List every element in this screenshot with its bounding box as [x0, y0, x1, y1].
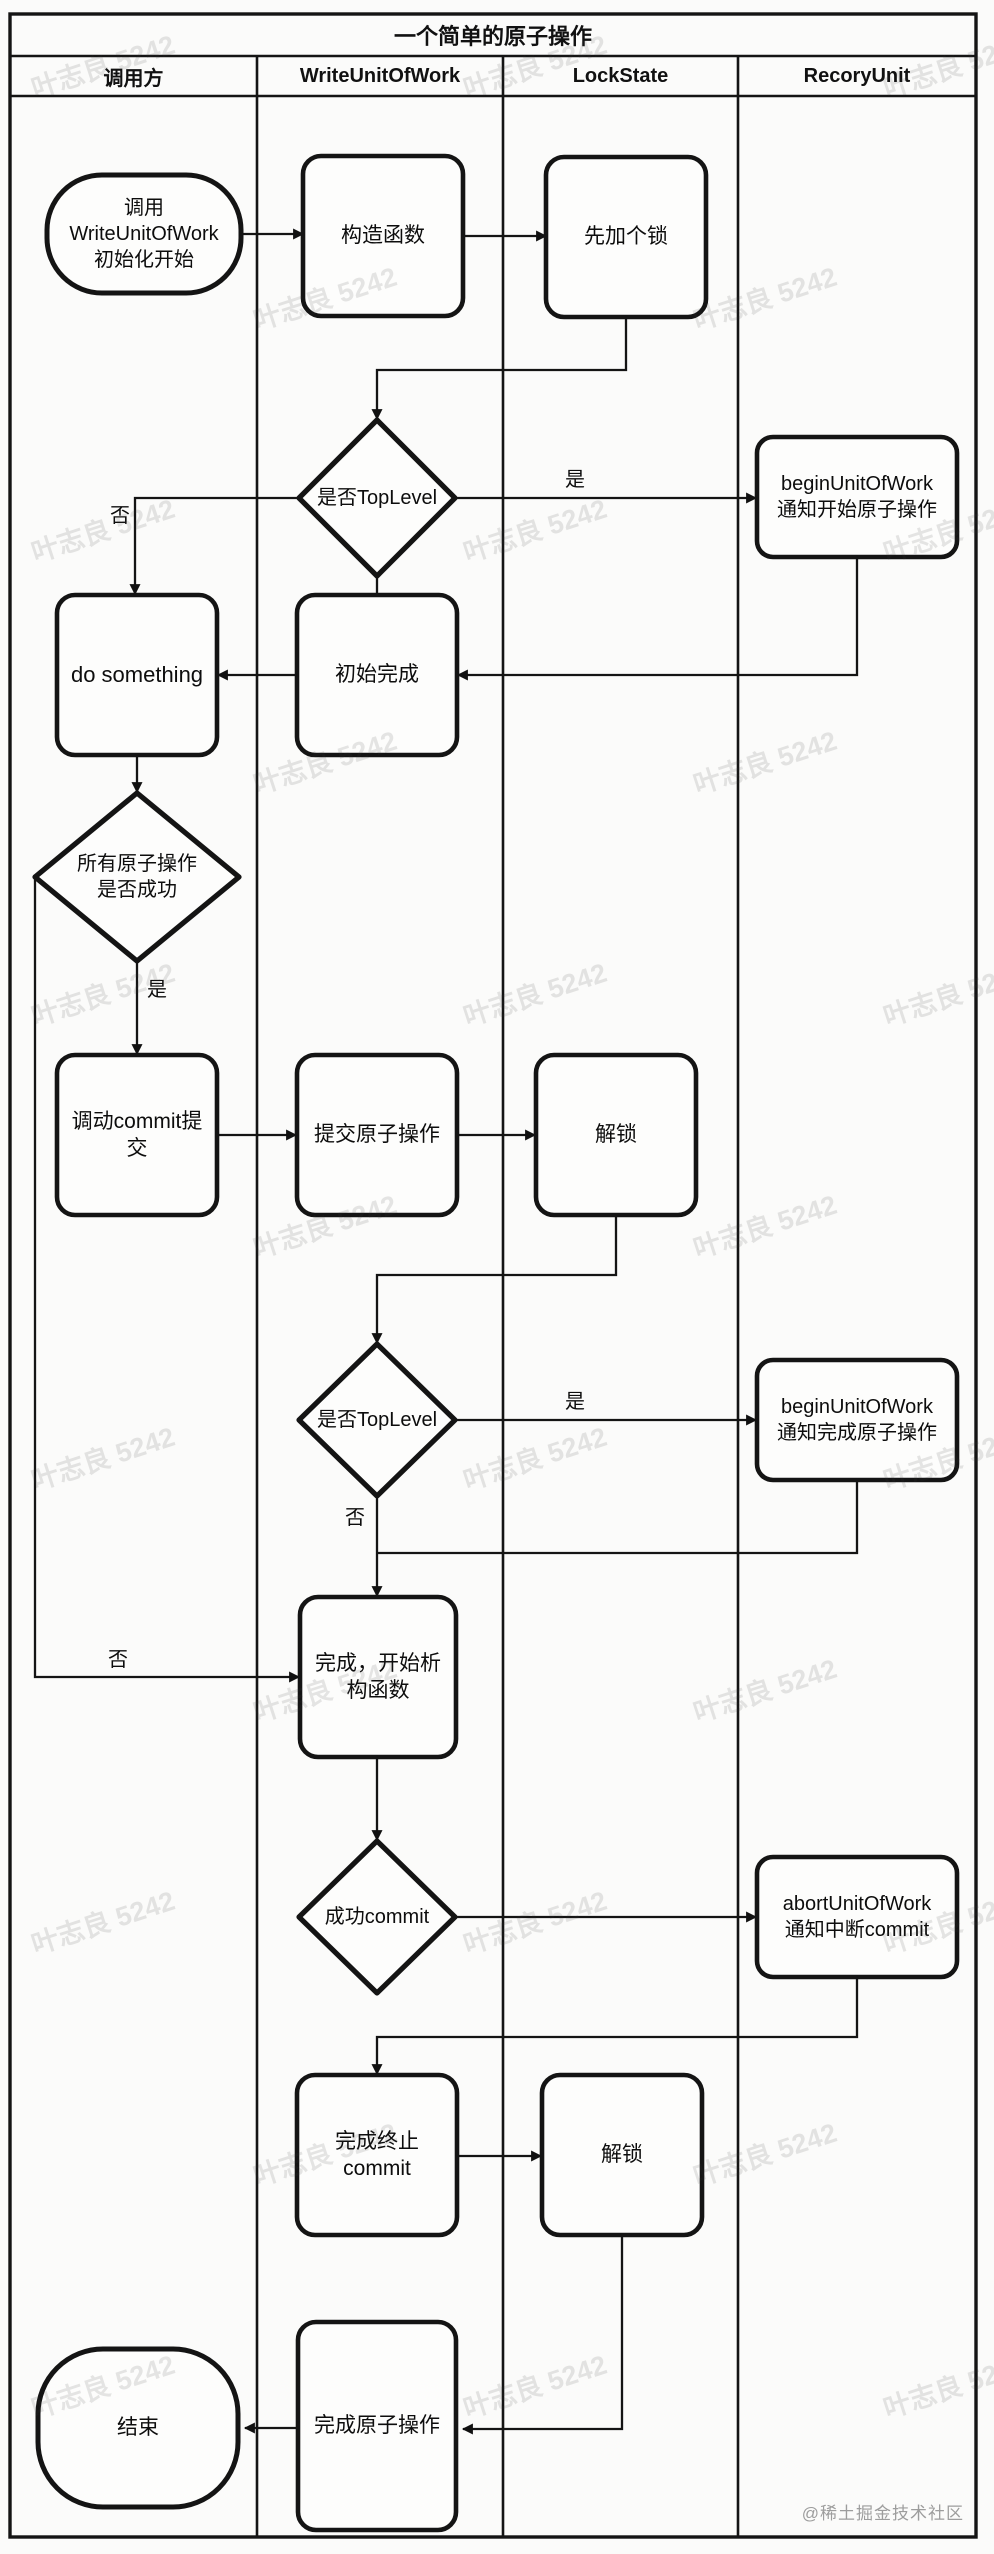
lane-header-recoryunit: RecoryUnit: [803, 64, 911, 87]
node-abort-shape: [754, 1854, 960, 1980]
edge-toplevel1-no: [129, 496, 299, 596]
node-is-toplevel2-shape: [296, 1341, 458, 1499]
edge-success-no: [33, 877, 301, 1683]
edge-begin1-to-initdone: [456, 557, 859, 681]
node-begin-unit-of-work-start: beginUnitOfWork 通知开始原子操作: [777, 473, 937, 521]
node-constructor-shape: [300, 153, 466, 319]
edge-label-toplevel1-yes: 是: [565, 469, 585, 491]
edge-label-all-success-no: 否: [108, 1649, 128, 1671]
node-add-lock: 先加个锁: [584, 225, 668, 249]
node-constructor: 构造函数: [341, 224, 425, 248]
node-start-shape: [44, 172, 244, 296]
node-shapes: [32, 153, 960, 2533]
node-is-toplevel1: 是否TopLevel: [316, 487, 438, 509]
edge-label-toplevel2-yes: 是: [565, 1391, 585, 1413]
edge-unlock1-to-toplevel2: [371, 1215, 618, 1345]
edge-addlock-to-toplevel1: [371, 317, 628, 421]
node-commit-success: 成功commit: [324, 1906, 430, 1928]
node-do-something: do something: [70, 661, 204, 687]
diagram-title: 一个简单的原子操作: [393, 24, 592, 49]
node-commit-op-shape: [294, 1052, 460, 1218]
node-finish-abort-commit: 完成终止 commit: [335, 2129, 419, 2180]
edge-label-toplevel1-no: 否: [110, 505, 130, 527]
node-start: 调用 WriteUnitOfWork 初始化开始: [69, 197, 219, 271]
edge-abort-to-finishabort: [371, 1977, 859, 2076]
node-begin-done-shape: [754, 1357, 960, 1483]
node-finish-atomic-op: 完成原子操作: [314, 2414, 440, 2438]
lane-header-writeunitofwork: WriteUnitOfWork: [299, 64, 461, 87]
node-unlock-1: 解锁: [595, 1123, 637, 1147]
node-is-toplevel1-shape: [296, 417, 458, 579]
site-credit: @稀土掘金技术社区: [801, 2504, 964, 2523]
node-finish-op-shape: [295, 2319, 459, 2533]
node-call-commit: 调动commit提 交: [71, 1109, 203, 1160]
node-unlock-2: 解锁: [601, 2143, 643, 2167]
node-unlock1-shape: [533, 1052, 699, 1218]
edges: [33, 228, 859, 2435]
node-abort-unit-of-work: abortUnitOfWork 通知中断commit: [782, 1893, 932, 1941]
node-begin-start-shape: [754, 434, 960, 560]
edge-begin2-join: [377, 1480, 859, 1555]
node-is-toplevel2: 是否TopLevel: [316, 1409, 438, 1431]
node-commit-success-shape: [296, 1838, 458, 1996]
node-finish-abort-shape: [294, 2072, 460, 2238]
node-init-done-shape: [294, 592, 460, 758]
node-call-commit-shape: [54, 1052, 220, 1218]
node-destructor-shape: [297, 1594, 459, 1760]
edge-label-toplevel2-no: 否: [345, 1507, 365, 1529]
node-unlock2-shape: [539, 2072, 705, 2238]
node-finish-destructor: 完成，开始析 构函数: [315, 1651, 441, 1702]
node-begin-unit-of-work-done: beginUnitOfWork 通知完成原子操作: [777, 1396, 937, 1444]
lane-header-caller: 调用方: [103, 67, 164, 90]
node-commit-atomic-op: 提交原子操作: [314, 1123, 440, 1147]
node-all-success-shape: [32, 790, 242, 964]
node-all-atomic-ops-success: 所有原子操作 是否成功: [77, 853, 197, 901]
swimlane-grid: [8, 12, 978, 2539]
lane-header-lockstate: LockState: [572, 64, 669, 87]
node-end: 结束: [117, 2416, 159, 2440]
node-do-something-shape: [54, 592, 220, 758]
node-end-shape: [35, 2346, 241, 2510]
node-add-lock-shape: [543, 154, 709, 320]
edge-unlock2-to-finishop: [461, 2235, 624, 2435]
node-init-done: 初始完成: [335, 663, 419, 687]
edge-label-all-success-yes: 是: [147, 979, 167, 1001]
